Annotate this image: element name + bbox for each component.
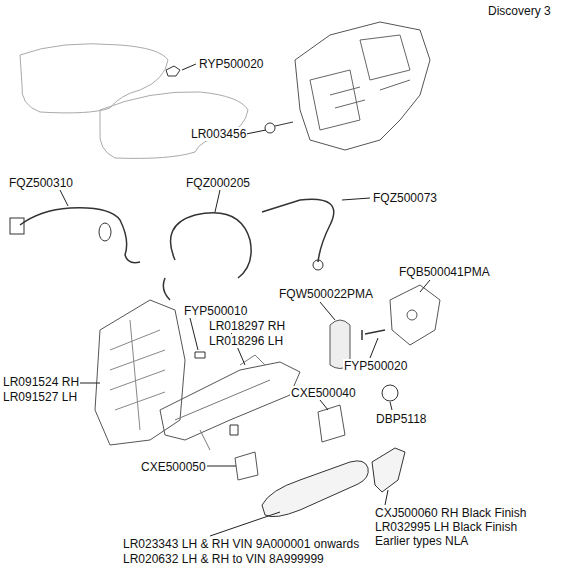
hole xyxy=(407,310,417,320)
bracket xyxy=(390,285,440,345)
screw xyxy=(362,330,385,340)
part-number: CXE500040 xyxy=(290,386,357,400)
part-number: LR023343 LH & RH VIN 9A000001 onwards xyxy=(122,537,360,551)
part-number: LR018297 RH xyxy=(208,319,286,333)
part-number: DBP5118 xyxy=(375,412,427,426)
lock-detail xyxy=(110,320,165,430)
part-number: FQZ500073 xyxy=(372,191,438,205)
cable xyxy=(163,213,251,300)
bolt xyxy=(275,122,293,126)
part-number: FQB500041PMA xyxy=(398,265,491,279)
seal xyxy=(382,385,398,401)
grommet xyxy=(99,223,111,241)
bolt xyxy=(265,123,275,133)
outer-handle xyxy=(262,461,368,517)
gasket xyxy=(235,452,258,480)
part-number: LR020632 LH & RH to VIN 8A999999 xyxy=(122,552,325,566)
end-cap xyxy=(372,448,405,492)
part-number: RYP500020 xyxy=(198,57,265,71)
screw xyxy=(195,352,205,358)
title-label: Discovery 3 xyxy=(487,4,552,18)
leader-lines xyxy=(60,64,430,536)
cable xyxy=(262,199,334,262)
carrier-detail xyxy=(175,355,270,450)
lock-mechanism xyxy=(95,300,185,445)
latch-detail xyxy=(310,35,410,130)
part-number: FQZ000205 xyxy=(185,176,251,190)
handle-cover xyxy=(100,92,248,159)
latch-assembly xyxy=(295,22,430,150)
part-number: CXE500050 xyxy=(140,460,207,474)
part-number: LR018296 LH xyxy=(208,334,284,348)
part-number: FQW500022PMA xyxy=(278,287,374,301)
cable-end xyxy=(313,260,323,270)
clip xyxy=(166,66,180,76)
gasket xyxy=(318,405,345,442)
part-number: FYP500010 xyxy=(183,304,248,318)
part-number: CXJ500060 RH Black Finish xyxy=(374,506,527,520)
part-number: LR003456 xyxy=(190,127,247,141)
handle-carrier xyxy=(160,362,300,440)
part-number: FYP500020 xyxy=(343,359,408,373)
part-number: LR091527 LH xyxy=(2,390,78,404)
handle-cover xyxy=(20,44,168,113)
cable xyxy=(20,208,140,263)
cable-end xyxy=(10,218,24,234)
part-number: LR032995 LH Black Finish xyxy=(374,520,518,534)
part-number: FQZ500310 xyxy=(8,176,74,190)
clip xyxy=(230,425,238,435)
part-number: Earlier types NLA xyxy=(374,534,469,548)
part-number: LR091524 RH xyxy=(2,375,80,389)
